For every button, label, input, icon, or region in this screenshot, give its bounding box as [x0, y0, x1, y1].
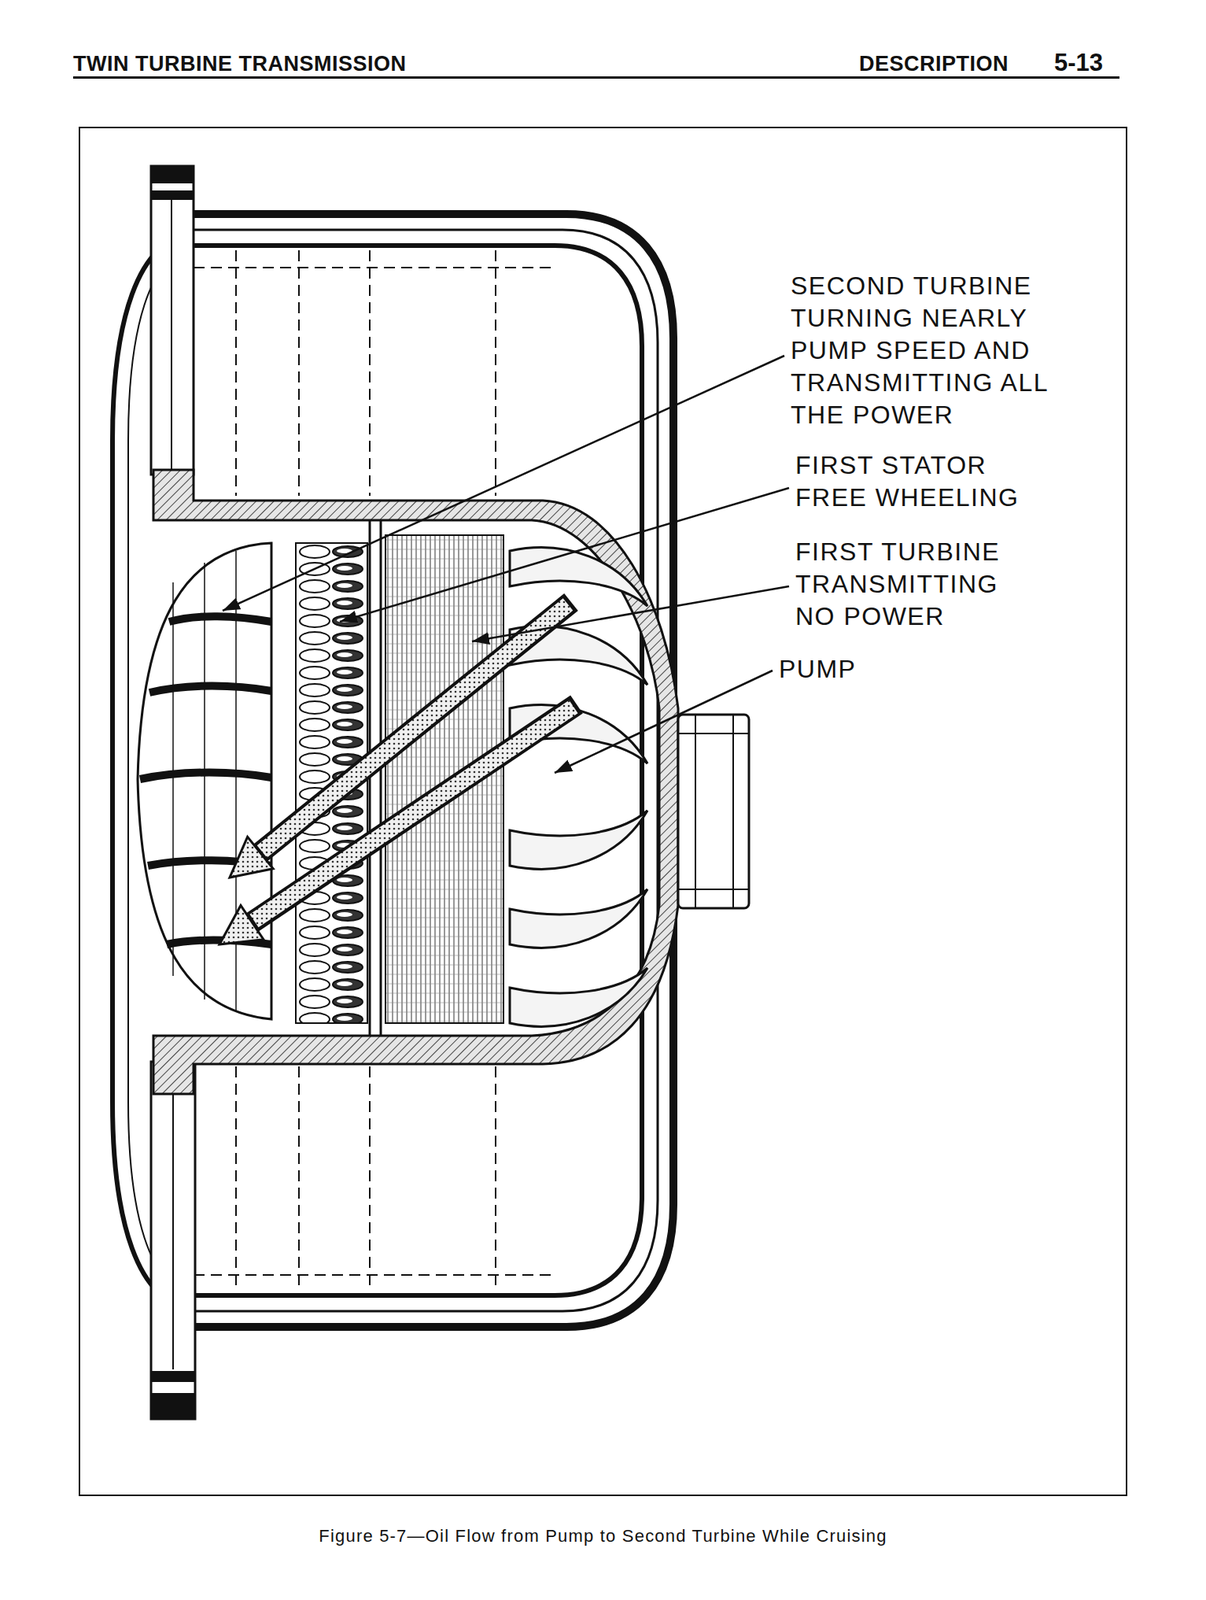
callout-label: FIRST TURBINE TRANSMITTING NO POWER: [795, 535, 1016, 633]
leader-line: [222, 355, 790, 773]
callout-label: SECOND TURBINE TURNING NEARLY PUMP SPEED…: [790, 269, 1082, 432]
running-head: TWIN TURBINE TRANSMISSION: [73, 50, 407, 78]
figure-caption: Figure 5-7—Oil Flow from Pump to Second …: [79, 1524, 1127, 1547]
page-number: 5-13: [1054, 47, 1103, 78]
callout-label: FIRST STATOR FREE WHEELING: [795, 449, 1040, 514]
section-head: DESCRIPTION: [859, 50, 1009, 78]
callout-label: PUMP: [778, 652, 856, 686]
